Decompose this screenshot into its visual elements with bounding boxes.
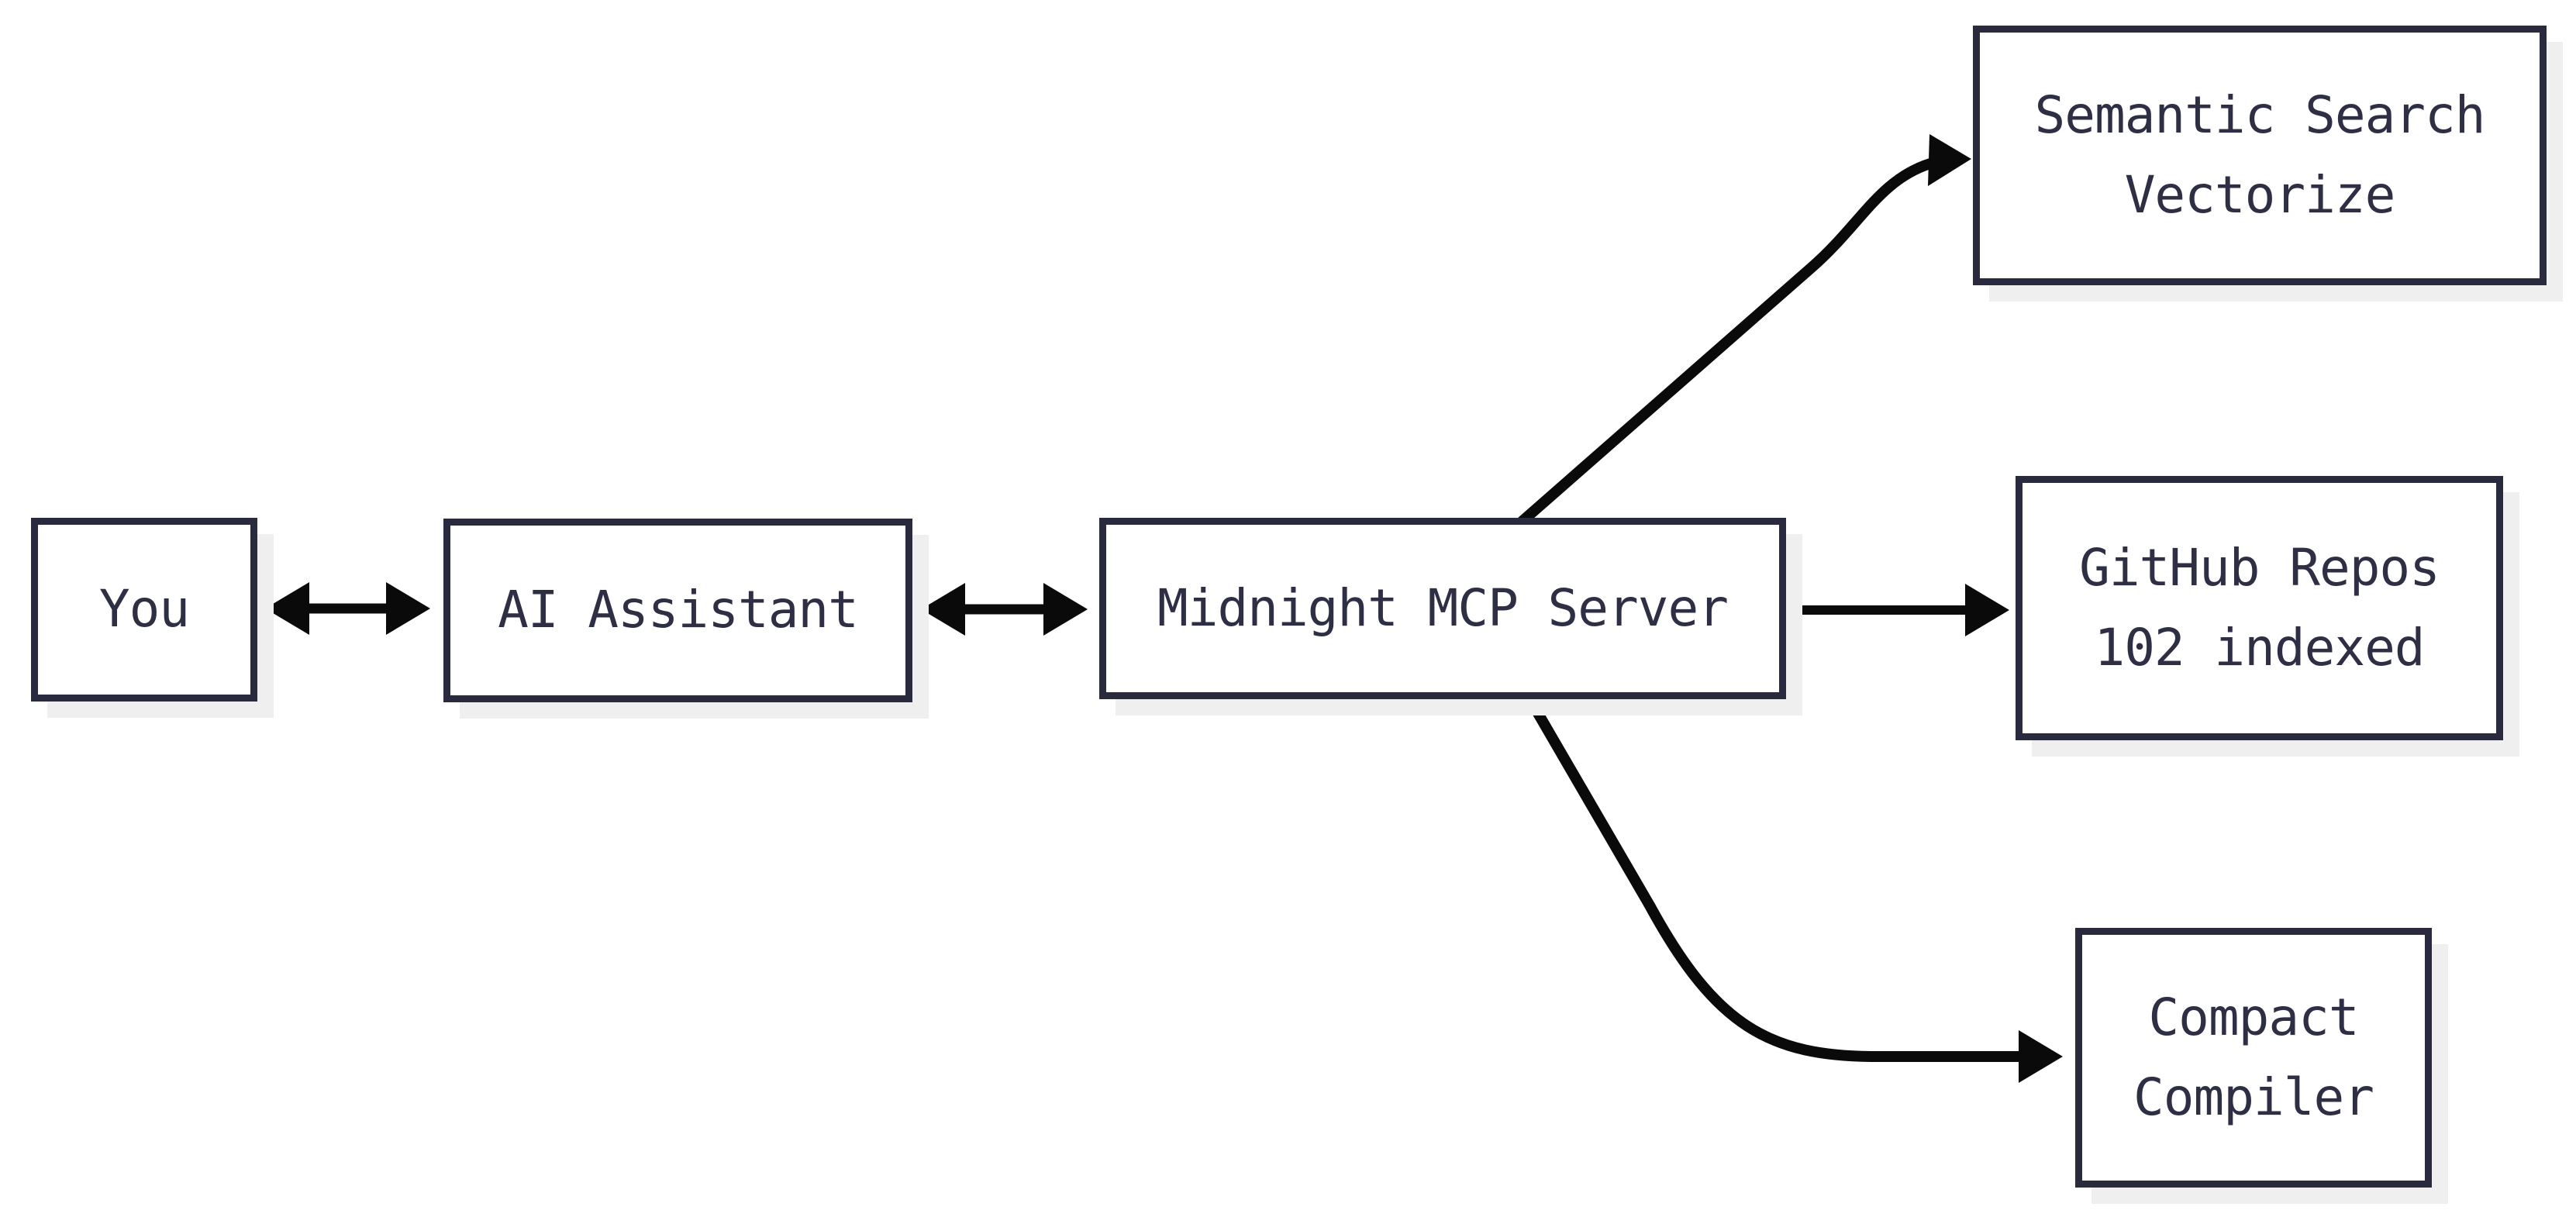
arrowhead-right: [386, 582, 430, 635]
node-semantic-search-label-line2: Vectorize: [2124, 164, 2396, 225]
arrowhead-left: [921, 583, 965, 636]
node-you: You: [31, 518, 257, 702]
node-github-repos-label-line1: GitHub Repos: [2079, 537, 2440, 598]
node-ai-assistant-label: AI Assistant: [498, 580, 859, 640]
node-github-repos-label-line2: 102 indexed: [2094, 617, 2425, 677]
node-you-label: You: [98, 579, 190, 640]
node-semantic-search: Semantic Search Vectorize: [1973, 26, 2547, 285]
node-compact-compiler-label-line2: Compiler: [2133, 1067, 2374, 1127]
node-mcp-server-label: Midnight MCP Server: [1157, 577, 1729, 638]
edge-ai-assistant-mcp-server: [921, 583, 1088, 636]
node-semantic-search-label-line1: Semantic Search: [2034, 84, 2485, 145]
edge-you-ai-assistant: [265, 582, 430, 635]
node-github-repos: GitHub Repos 102 indexed: [2016, 476, 2503, 740]
arrowhead: [1928, 134, 1971, 186]
node-compact-compiler: Compact Compiler: [2075, 928, 2432, 1188]
arrowhead: [1965, 584, 2009, 636]
node-ai-assistant: AI Assistant: [443, 519, 912, 702]
arrowhead-right: [1043, 583, 1088, 636]
node-mcp-server: Midnight MCP Server: [1099, 518, 1786, 699]
edge-mcp-server-github-repos: [1786, 584, 2009, 636]
edge-mcp-server-compact-compiler: [1525, 697, 2063, 1083]
node-compact-compiler-label-line1: Compact: [2148, 987, 2359, 1047]
arrowhead: [2019, 1030, 2063, 1083]
edge-mcp-server-semantic-search: [1518, 134, 1971, 526]
arrowhead-left: [265, 582, 309, 635]
